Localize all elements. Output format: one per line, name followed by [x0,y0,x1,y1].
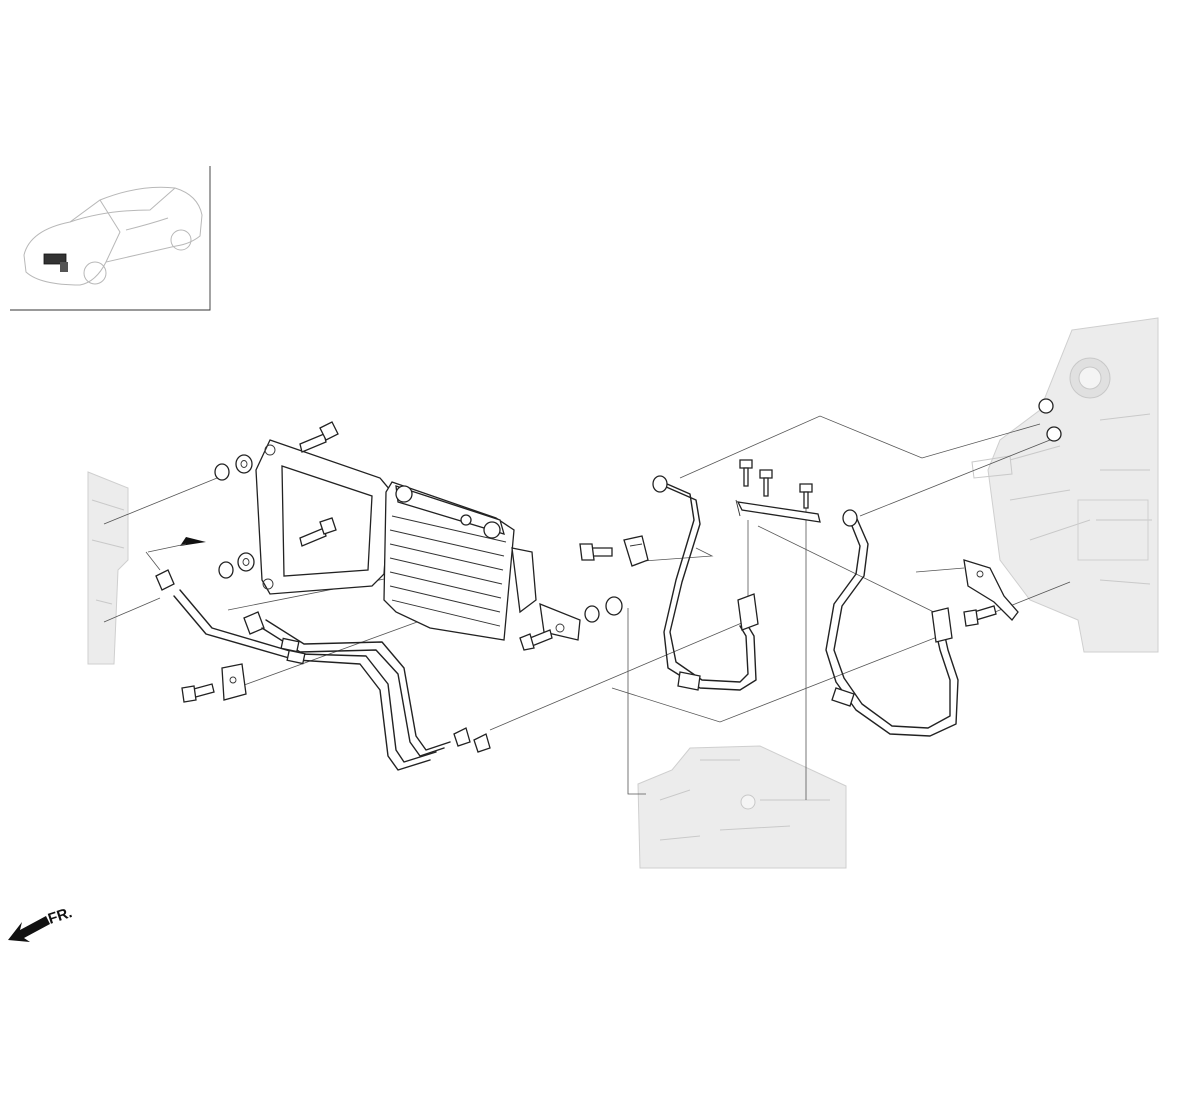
bolts-top-bracket [739,459,813,509]
bolt-cooler-bracket [519,629,553,651]
nut-washer-lower [218,552,255,579]
fitting-center [243,611,265,635]
fittings-pipe-end [453,727,491,753]
nut-washer-right [584,596,623,623]
left-radiator-support-ghost [87,471,129,665]
front-direction-arrow-icon [8,916,50,942]
hose-clip-bracket [623,535,649,567]
pipe-clamp [221,663,247,701]
cooler-mounting-frame [255,439,391,595]
oil-pipes [173,589,451,771]
vehicle-location-inset [10,166,211,311]
vehicle-location-icon [23,186,203,286]
bolt-right-bracket [963,605,997,627]
oil-hose-right [825,509,959,737]
oil-hose-left [652,475,759,691]
bolt-upper-frame [299,421,339,453]
fitting-left [155,569,175,591]
lower-crossmember-ghost [637,745,847,869]
nut-washer-upper [214,454,253,481]
bolt-center-frame [299,517,337,547]
inset-highlight-part [43,253,68,272]
hose-support-bracket [735,499,821,523]
nuts-transmission [1038,398,1062,442]
front-label: FR. [46,904,74,928]
transmission-oil-cooler [383,481,581,641]
right-hose-bracket [963,559,1019,621]
front-direction-marker: FR. [8,904,74,942]
transmission-case-ghost [971,317,1159,653]
bolt-hose-bracket [579,543,613,561]
bolt-lower-clamp [181,683,215,703]
